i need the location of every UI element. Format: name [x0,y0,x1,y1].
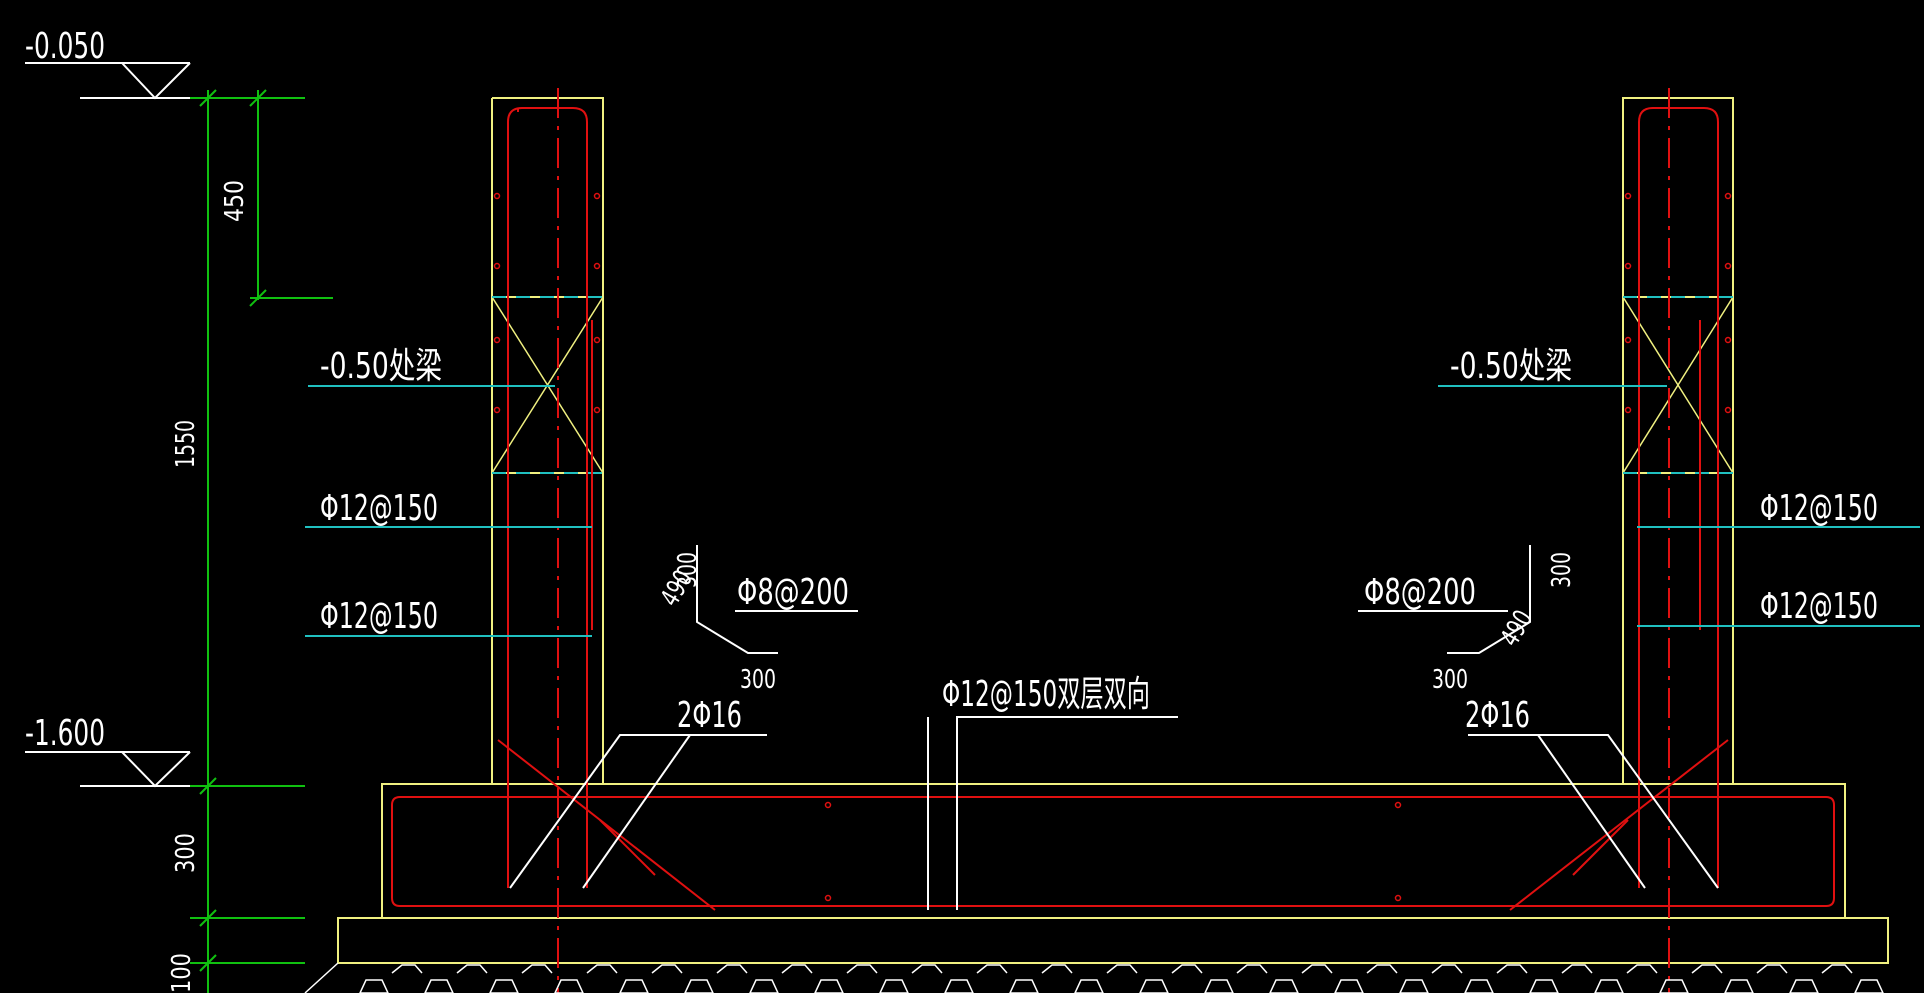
right-haunch-dim-horizontal: 300 [1432,665,1468,695]
soil-hatch-mark [1366,964,1398,974]
soil-hatch-mark [1301,964,1333,974]
soil-hatch-mark [1821,964,1853,974]
soil-hatch-mark [424,979,454,993]
haunch-detail-left [696,545,778,654]
dimension-100-partial-label: 100 [167,953,197,993]
soil-hatch-mark [586,964,618,974]
soil-hatch-mark [1529,979,1559,993]
soil-hatch-mark [1854,979,1884,993]
left-haunch-bar-label: Φ8@200 [737,572,849,613]
soil-hatch-mark [1171,964,1203,974]
soil-hatch-mark [521,964,553,974]
left-bar-label-2: Φ12@150 [320,596,438,637]
elevation-marker-top: -0.050 [25,26,200,100]
soil-hatch-mark [1691,964,1723,974]
soil-hatch-mark [651,964,683,974]
left-haunch-dim-horizontal: 300 [740,665,776,695]
soil-hatch-mark [684,979,714,993]
soil-hatch-mark [1009,979,1039,993]
soil-hatch-mark [1431,964,1463,974]
soil-hatch-mark [489,979,519,993]
soil-hatch-mark [304,962,339,993]
soil-hatch-mark [976,964,1008,974]
soil-hatch-mark [1496,964,1528,974]
rebar [391,88,1835,993]
soil-hatch-mark [1399,979,1429,993]
soil-hatch-mark [1041,964,1073,974]
elevation-marker-bottom: -1.600 [25,713,200,788]
soil-hatch-mark [1334,979,1364,993]
concrete-outline [337,97,1889,964]
right-bar-label-2: Φ12@150 [1760,586,1878,627]
soil-hatch-mark [1594,979,1624,993]
elevation-bottom-label: -1.600 [25,713,105,754]
soil-hatch-mark [391,964,423,974]
dimension-300-label: 300 [171,833,201,873]
soil-hatch-mark [879,979,909,993]
left-haunch-dim-vertical: 300 [673,552,703,588]
leader-lines-white [509,610,1719,910]
right-haunch-bar-label: Φ8@200 [1364,572,1476,613]
soil-hatch-mark [1561,964,1593,974]
soil-hatch-mark [944,979,974,993]
soil-hatch-mark [1106,964,1138,974]
haunch-detail-right [1447,545,1531,654]
dimension-chain [190,89,333,993]
slab-bar-label: Φ12@150双层双向 [942,674,1150,715]
soil-hatch-mark [1074,979,1104,993]
soil-hatch-mark [1464,979,1494,993]
soil-hatch-mark [1724,979,1754,993]
soil-hatch-mark [781,964,813,974]
right-corner-bars-label: 2Φ16 [1465,695,1530,736]
soil-hatch-mark [1204,979,1234,993]
leader-lines [305,385,1920,637]
dimension-1550-label: 1550 [171,420,201,468]
soil-hatch-mark [456,964,488,974]
rebar-dots [493,192,1732,902]
right-beam-label: -0.50处梁 [1450,346,1572,387]
dimension-450-label: 450 [220,180,250,222]
right-haunch-dim-diagonal: 490 [1495,605,1539,651]
soil-hatch-mark [749,979,779,993]
soil-hatch-mark [554,979,584,993]
soil-hatch-mark [814,979,844,993]
soil-hatch-mark [1626,964,1658,974]
soil-hatch-mark [1269,979,1299,993]
soil-hatch-mark [716,964,748,974]
soil-hatch-mark [1236,964,1268,974]
soil-hatch-mark [619,979,649,993]
left-bar-label-1: Φ12@150 [320,488,438,529]
left-beam-label: -0.50处梁 [320,346,442,387]
soil-hatch-mark [1139,979,1169,993]
soil-hatch-mark [1756,964,1788,974]
soil-hatch [304,962,1884,993]
left-corner-bars-label: 2Φ16 [677,695,742,736]
right-haunch-dim-vertical: 300 [1547,552,1577,588]
soil-hatch-mark [1659,979,1689,993]
beam-section-right [1622,296,1734,474]
soil-hatch-mark [359,979,389,993]
soil-hatch-mark [846,964,878,974]
soil-hatch-mark [911,964,943,974]
soil-hatch-mark [1789,979,1819,993]
elevation-top-label: -0.050 [25,26,105,67]
right-bar-label-1: Φ12@150 [1760,488,1878,529]
